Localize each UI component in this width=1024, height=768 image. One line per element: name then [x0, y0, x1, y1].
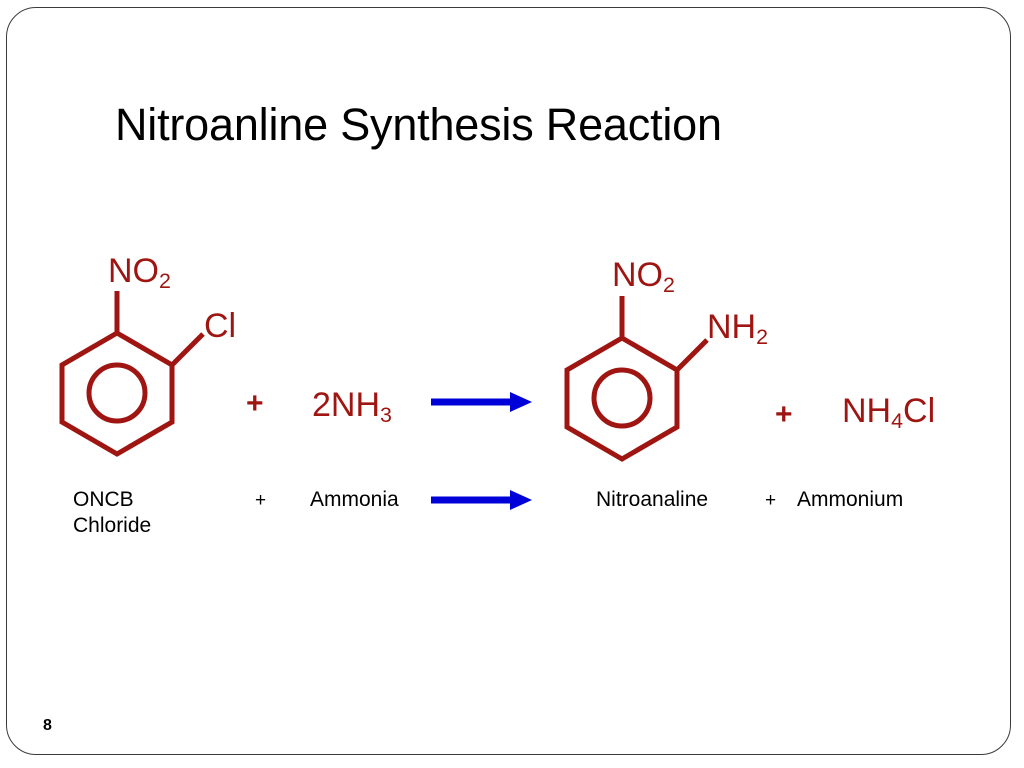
label-no2-right: NO2	[612, 256, 675, 298]
page-title: Nitroanline Synthesis Reaction	[115, 99, 722, 150]
molecule-nitroanaline	[564, 296, 709, 462]
plus-sign-reactants: +	[246, 387, 264, 420]
plus-sign-name-products: +	[765, 490, 777, 511]
plus-sign-products: +	[775, 398, 793, 431]
page-number: 8	[43, 717, 52, 734]
benzene-ring-right	[564, 335, 680, 462]
label-ammonia-formula: 2NH3	[312, 386, 392, 428]
label-no2-left: NO2	[108, 252, 171, 294]
aromatic-circle-left	[86, 362, 148, 424]
plus-sign-name-reactants: +	[255, 490, 267, 511]
name-label-ammonium: Ammonium	[797, 488, 904, 511]
name-label-nitroanaline: Nitroanaline	[596, 488, 709, 511]
label-ammonium-chloride-formula: NH4Cl	[842, 392, 936, 434]
bond-to-cl-left	[170, 332, 205, 367]
reaction-arrow-names	[431, 490, 532, 510]
label-nh2-right: NH2	[707, 308, 769, 350]
name-label-ammonia: Ammonia	[310, 488, 399, 511]
benzene-ring-left	[59, 330, 175, 457]
bond-to-nh2-right	[675, 338, 709, 372]
label-cl-left: Cl	[204, 307, 237, 345]
reaction-arrow-formula	[431, 392, 532, 412]
molecule-oncb	[59, 291, 205, 457]
aromatic-circle-right	[591, 367, 653, 429]
slide-frame: Nitroanline Synthesis Reaction	[6, 7, 1011, 755]
